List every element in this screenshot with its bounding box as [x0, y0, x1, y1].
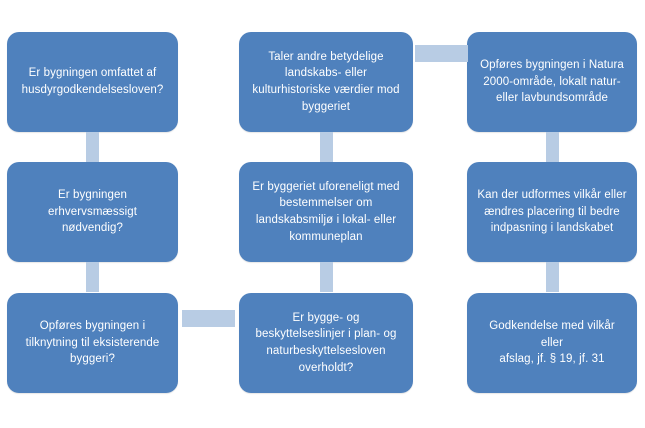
connector-vertical-c1-r2-r3 [86, 262, 99, 292]
connector-vertical-c3-r2-r3 [546, 262, 559, 292]
flowchart-node-r1c1[interactable]: Er bygningen omfattet af husdyrgodkendel… [7, 32, 178, 132]
flowchart-node-r2c1[interactable]: Er bygningen erhvervsmæssigt nødvendig? [7, 162, 178, 262]
flowchart-node-label: Er byggeriet uforeneligt med bestemmelse… [252, 180, 400, 243]
connector-vertical-c2-r2-r3 [320, 262, 333, 292]
flowchart-node-label: Er bygge- og beskyttelseslinjer i plan- … [255, 311, 397, 374]
connector-horizontal-r3-c1-c2 [182, 310, 235, 327]
flowchart-node-r3c2[interactable]: Er bygge- og beskyttelseslinjer i plan- … [239, 293, 413, 393]
flowchart-node-r3c1[interactable]: Opføres bygningen i tilknytning til eksi… [7, 293, 178, 393]
flowchart-node-label: Kan der udformes vilkår eller ændres pla… [477, 188, 627, 235]
connector-vertical-c2-r1-r2 [320, 132, 333, 162]
flowchart-node-r1c3[interactable]: Opføres bygningen i Natura 2000-område, … [467, 32, 637, 132]
connector-vertical-c1-r1-r2 [86, 132, 99, 162]
flowchart-node-r2c3[interactable]: Kan der udformes vilkår eller ændres pla… [467, 162, 637, 262]
flowchart-node-r1c2[interactable]: Taler andre betydelige landskabs- eller … [239, 32, 413, 132]
flowchart-node-label: Opføres bygningen i Natura 2000-område, … [480, 58, 624, 105]
flowchart-node-label: Er bygningen omfattet af husdyrgodkendel… [21, 67, 164, 96]
connector-horizontal-r1-c2-c3 [415, 45, 468, 62]
flowchart-node-label: Taler andre betydelige landskabs- eller … [252, 50, 400, 113]
flowchart-node-label: Opføres bygningen i tilknytning til eksi… [25, 319, 160, 366]
flowchart-node-r2c2[interactable]: Er byggeriet uforeneligt med bestemmelse… [239, 162, 413, 262]
flowchart-node-label: Er bygningen erhvervsmæssigt nødvendig? [47, 188, 138, 235]
flowchart-node-label: Godkendelse med vilkår eller afslag, jf.… [489, 319, 615, 366]
flowchart-node-r3c3[interactable]: Godkendelse med vilkår eller afslag, jf.… [467, 293, 637, 393]
connector-vertical-c3-r1-r2 [546, 132, 559, 162]
